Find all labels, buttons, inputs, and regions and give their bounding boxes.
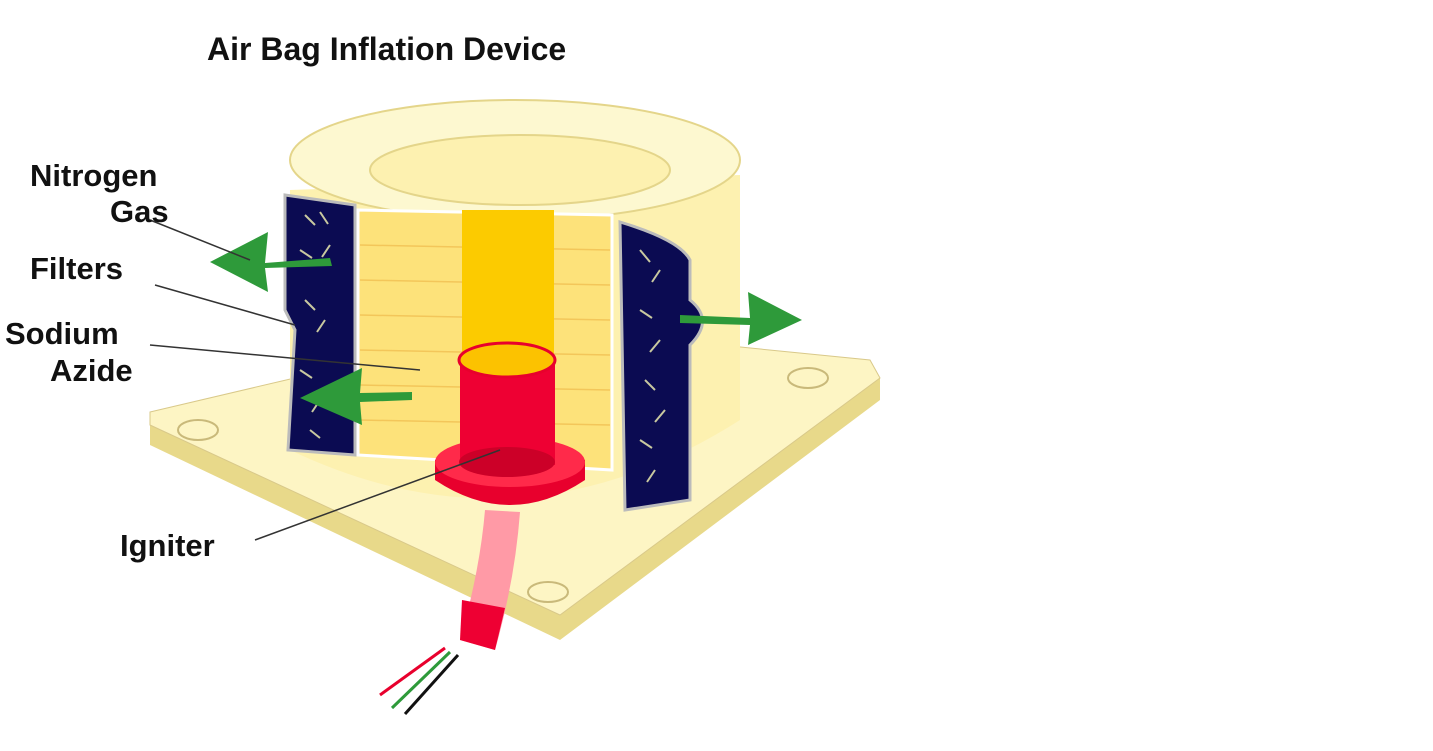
arrow-left-upper-icon xyxy=(210,232,332,292)
label-filters: Filters xyxy=(30,251,124,286)
igniter-body xyxy=(435,341,585,505)
gas-flow-arrows xyxy=(210,232,802,425)
arrow-left-lower-icon xyxy=(300,368,412,425)
igniter-wire-tube xyxy=(379,510,520,716)
label-nitrogen: Nitrogen xyxy=(30,158,158,193)
label-azide: Azide xyxy=(50,353,133,388)
label-sodium: Sodium xyxy=(5,316,119,351)
leader-lines xyxy=(149,219,501,541)
label-igniter: Igniter xyxy=(120,528,215,563)
arrow-right-icon xyxy=(680,292,802,345)
label-gas: Gas xyxy=(110,194,169,229)
diagram-title: Air Bag Inflation Device xyxy=(207,31,567,67)
